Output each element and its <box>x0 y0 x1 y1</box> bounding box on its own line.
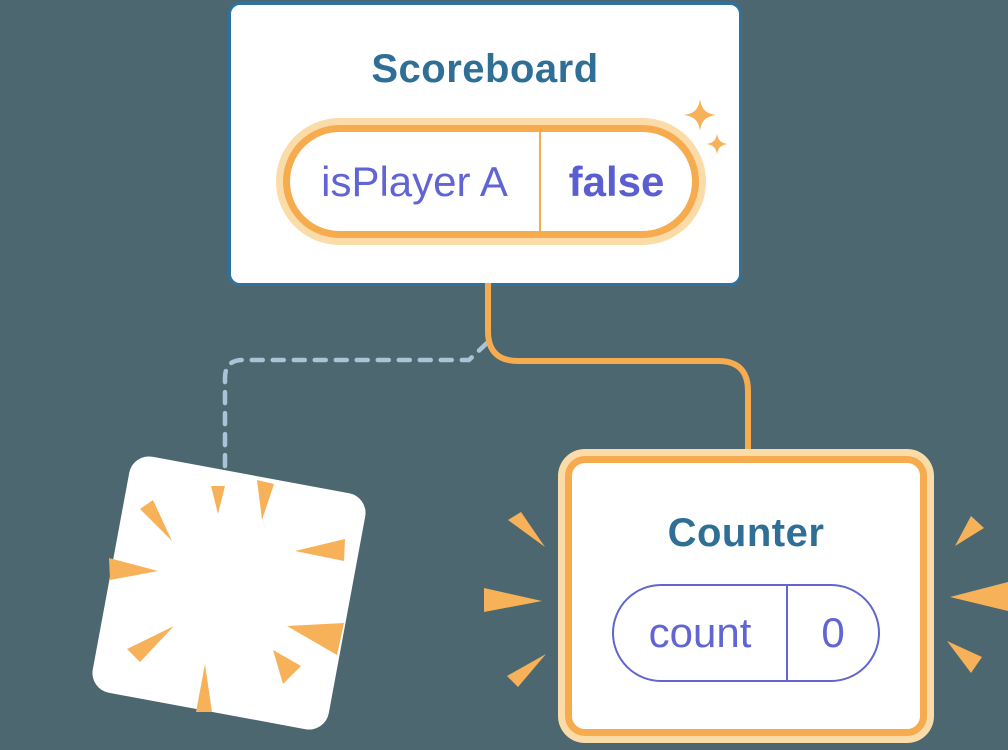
pill-divider <box>786 586 788 680</box>
emphasis-mark-icon <box>507 654 546 687</box>
counter-state-name: count <box>648 609 752 656</box>
orange-connector-line <box>485 283 751 452</box>
emphasis-mark-icon <box>508 512 545 547</box>
scoreboard-card: Scoreboard isPlayer A false <box>228 2 742 286</box>
emphasis-mark-icon <box>947 641 982 673</box>
counter-title: Counter <box>667 511 825 555</box>
scoreboard-state-pill: isPlayer A false <box>283 125 699 238</box>
scoreboard-title: Scoreboard <box>371 47 599 91</box>
counter-state-pill: count 0 <box>612 584 880 682</box>
counter-card: Counter count 0 <box>565 456 927 736</box>
scoreboard-state-name: isPlayer A <box>321 157 508 205</box>
emphasis-mark-icon <box>955 516 984 546</box>
emphasis-mark-icon <box>484 588 542 612</box>
emphasis-mark-icon <box>950 582 1008 611</box>
destroyed-component-card <box>89 453 369 733</box>
counter-state-value: 0 <box>821 609 845 656</box>
dashed-connector-line <box>222 340 490 471</box>
pill-divider <box>539 132 541 231</box>
scoreboard-state-value: false <box>568 157 665 205</box>
